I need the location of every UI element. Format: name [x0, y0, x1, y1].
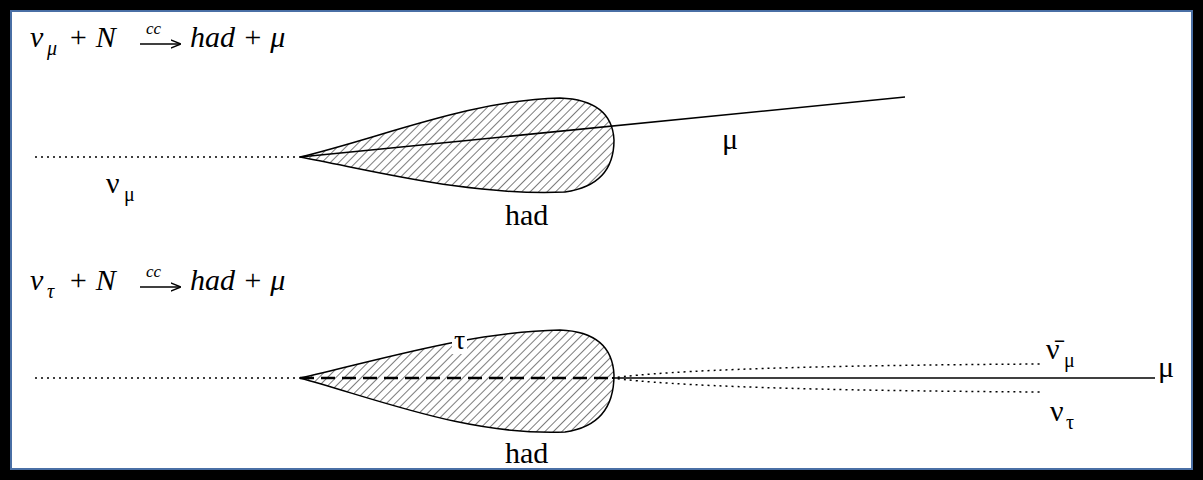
formula-part: had + μ	[190, 265, 285, 295]
formula-symbol: ν	[30, 22, 43, 52]
formula-part: + N	[68, 265, 116, 295]
particle-subscript: μ	[1064, 350, 1075, 370]
formula-part: had + μ	[190, 22, 285, 52]
neutrino-track	[35, 156, 300, 158]
muon-track	[612, 377, 1155, 379]
particle-label: ν̄	[1046, 334, 1060, 364]
particle-subscript: μ	[124, 184, 135, 204]
reaction-arrow	[140, 43, 180, 45]
arrow-label: cc	[146, 263, 161, 280]
particle-label: μ	[722, 124, 738, 154]
particle-label: ν	[1050, 396, 1064, 426]
neutrino-track	[612, 364, 1040, 378]
formula-part: + N	[68, 22, 116, 52]
neutrino-track	[612, 378, 1040, 392]
particle-label: μ	[1158, 352, 1174, 382]
tau-track	[300, 377, 612, 380]
shower-label: had	[503, 438, 550, 468]
formula-subscript: τ	[47, 281, 54, 301]
neutrino-track	[35, 377, 300, 379]
hadron-shower	[300, 98, 614, 192]
arrow-label: cc	[146, 20, 161, 37]
reaction-arrow	[140, 286, 180, 288]
particle-label: ν	[106, 168, 120, 198]
shower-label: had	[503, 200, 550, 230]
particle-subscript: τ	[1066, 412, 1074, 432]
formula-symbol: ν	[30, 265, 43, 295]
particle-label: τ	[452, 326, 467, 354]
muon-track	[300, 97, 905, 157]
formula-subscript: μ	[47, 38, 57, 58]
